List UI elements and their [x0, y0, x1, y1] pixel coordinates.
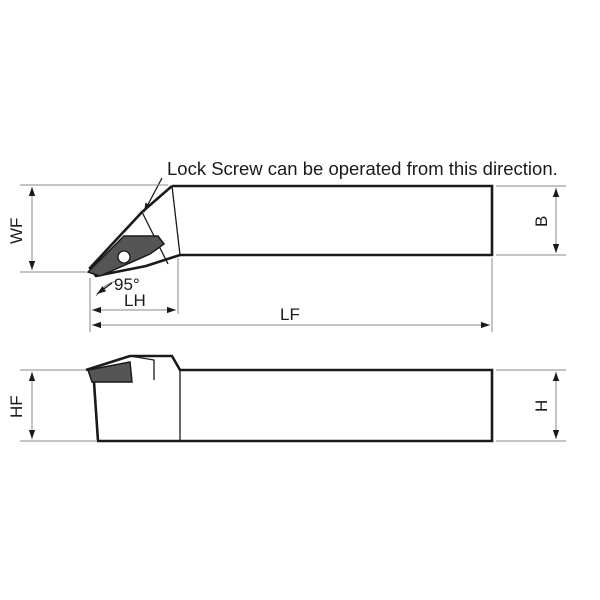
head-inner-line	[171, 185, 181, 256]
shank-top-outline	[172, 184, 494, 257]
angle-label: 95°	[114, 275, 140, 294]
wf-label: WF	[7, 218, 26, 244]
top-view: Lock Screw can be operated from this dir…	[7, 158, 566, 332]
lock-screw-note: Lock Screw can be operated from this dir…	[167, 158, 558, 179]
b-label: B	[532, 216, 551, 227]
hf-label: HF	[7, 395, 26, 418]
angle-arc	[95, 280, 117, 297]
insert-screw-hole	[117, 250, 131, 264]
h-label: H	[532, 400, 551, 412]
side-view: HF H	[7, 354, 566, 443]
lh-label: LH	[124, 291, 146, 310]
lf-label: LF	[280, 305, 300, 324]
angle-arrow	[96, 282, 113, 295]
insert-side	[87, 361, 133, 383]
side-head-step	[129, 355, 155, 380]
lock-screw-arrow	[143, 177, 163, 213]
side-outline	[85, 354, 494, 443]
insert-side-clamp	[115, 355, 131, 361]
side-head-line	[171, 355, 181, 441]
